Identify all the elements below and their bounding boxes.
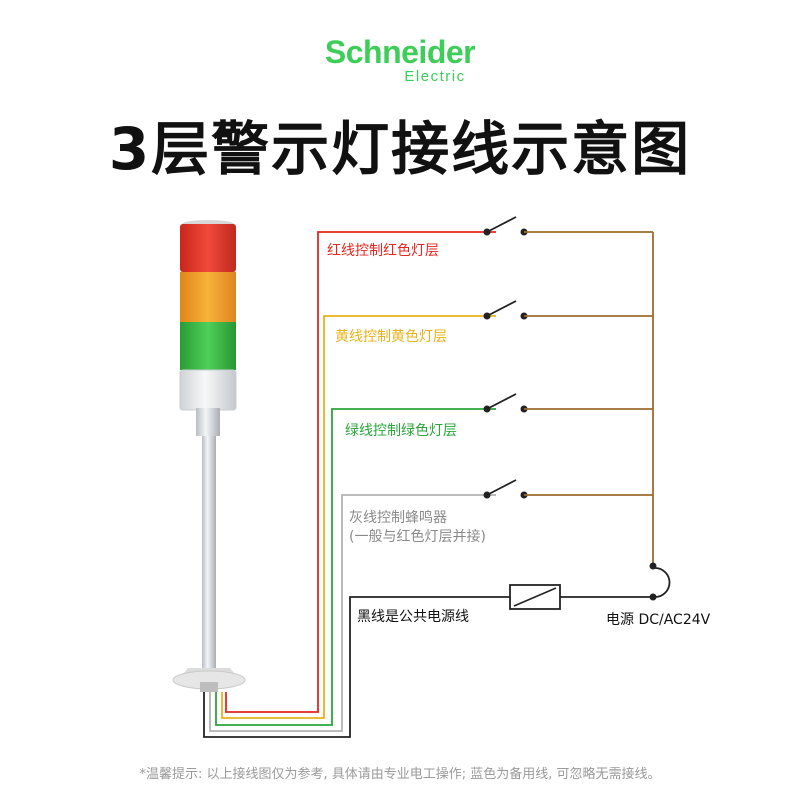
gray-wire xyxy=(209,494,496,732)
label-gray-1: 灰线控制蜂鸣器 xyxy=(349,510,447,526)
wires xyxy=(203,231,510,738)
power-terminal-top xyxy=(649,562,657,570)
signal-tower xyxy=(172,220,246,692)
switch-red xyxy=(483,216,528,236)
yellow-wire xyxy=(221,315,496,719)
tower-base-unit xyxy=(179,369,237,411)
red-wire xyxy=(225,231,496,713)
label-gray-2: (一般与红色灯层并接) xyxy=(349,529,486,545)
fuse-symbol xyxy=(509,584,561,610)
mounting-pole xyxy=(202,436,216,668)
brand-name: Schneider xyxy=(324,34,476,70)
label-yellow: 黄线控制黄色灯层 xyxy=(335,329,447,345)
switch-yellow xyxy=(483,300,528,320)
switch-gray xyxy=(483,479,528,499)
label-black: 黑线是公共电源线 xyxy=(357,609,469,625)
red-layer xyxy=(180,224,236,272)
switches xyxy=(483,216,528,499)
switch-green xyxy=(483,393,528,413)
green-layer xyxy=(180,322,236,370)
brand-sub: Electric xyxy=(404,68,466,85)
label-red: 红线控制红色灯层 xyxy=(327,243,439,259)
power-bus xyxy=(524,231,654,566)
label-green: 绿线控制绿色灯层 xyxy=(345,423,457,439)
cable-exit xyxy=(200,682,218,692)
label-power: 电源 DC/AC24V xyxy=(606,612,711,628)
page-title: 3层警示灯接线示意图 xyxy=(108,115,692,183)
black-wire xyxy=(203,596,510,738)
green-wire xyxy=(215,408,496,726)
power-source-symbol xyxy=(654,567,671,598)
yellow-layer xyxy=(180,272,236,322)
footer-note: *温馨提示: 以上接线图仅为参考, 具体请由专业电工操作; 蓝色为备用线, 可忽… xyxy=(139,767,661,782)
pole-coupler xyxy=(196,408,220,436)
